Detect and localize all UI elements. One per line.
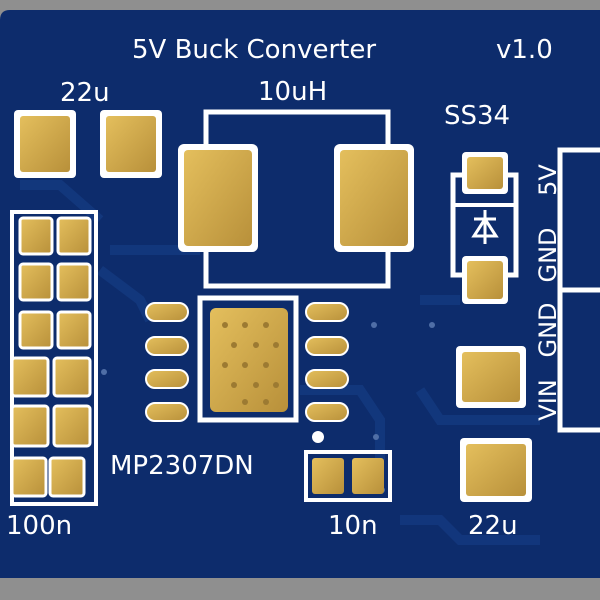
connector-pin-5v: 5V [534, 164, 562, 196]
cap-out-label: 22u [468, 511, 518, 541]
board-title: 5V Buck Converter [132, 35, 376, 65]
ic-package [145, 295, 349, 443]
connector [557, 147, 600, 433]
cap-array [10, 210, 98, 506]
ic-label: MP2307DN [110, 451, 254, 481]
pin1-marker [312, 431, 324, 443]
board-version: v1.0 [496, 35, 553, 65]
cap-in-pads [14, 110, 162, 178]
diode [450, 152, 519, 304]
cap-in-label: 22u [60, 78, 110, 108]
cap-boot-label: 10n [328, 511, 378, 541]
connector-pin-gnd-2: GND [534, 302, 562, 357]
cap-out-pads [456, 346, 532, 502]
inductor [178, 109, 414, 289]
connector-pin-gnd-1: GND [534, 227, 562, 282]
connector-pin-vin: VIN [534, 379, 562, 420]
inductor-label: 10uH [258, 77, 327, 107]
diode-label: SS34 [444, 101, 510, 131]
cap-array-label: 100n [6, 511, 72, 541]
cap-boot-pads [304, 450, 392, 502]
vias [101, 322, 435, 493]
